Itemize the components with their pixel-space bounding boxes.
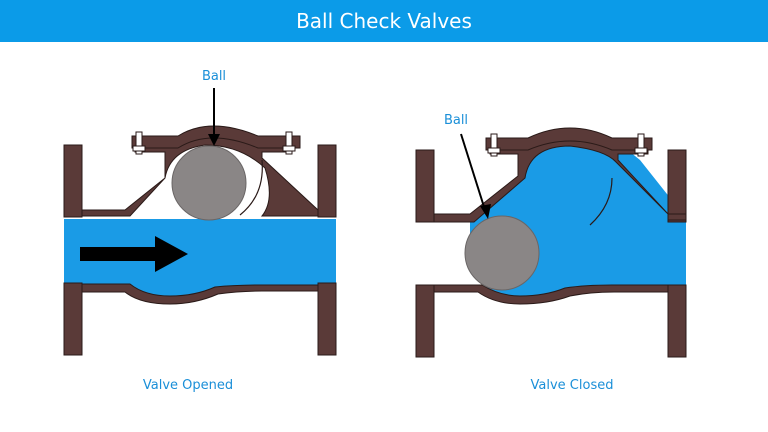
right-ball: [464, 215, 540, 291]
left-outlet-flange-top: [317, 144, 337, 218]
left-caption: Valve Opened: [143, 378, 233, 393]
left-inlet-flange-bottom: [63, 282, 83, 356]
right-inlet-flange-bottom: [415, 284, 435, 358]
right-inlet-flange-top: [415, 149, 435, 223]
left-ball: [171, 145, 247, 221]
valve-closed-diagram: Ball Valve Closed: [415, 113, 687, 393]
left-bolt-2: [282, 131, 296, 155]
right-ball-label: Ball: [444, 113, 468, 128]
left-ball-pointer-head: [208, 134, 220, 146]
right-body-lower-wall: [433, 284, 669, 305]
page-title: Ball Check Valves: [296, 9, 472, 33]
right-ball-pointer: [460, 133, 486, 211]
left-ball-label: Ball: [202, 69, 226, 84]
right-ball-pointer-head: [480, 204, 491, 219]
right-bolt-2: [634, 133, 648, 157]
left-inlet-flange-top: [63, 144, 83, 218]
title-banner: Ball Check Valves: [0, 0, 768, 42]
valve-opened-diagram: Ball Valve Opened: [63, 69, 337, 393]
right-cover-plate: [485, 127, 653, 151]
right-seat-line: [589, 177, 613, 226]
left-bolt-1: [132, 131, 146, 155]
right-outlet-flange-top: [667, 149, 687, 223]
right-caption: Valve Closed: [531, 378, 614, 393]
right-bolt-1: [487, 133, 501, 157]
water-flow-left: [64, 219, 336, 296]
left-body-lower-wall: [81, 283, 319, 305]
left-outlet-flange-bottom: [317, 282, 337, 356]
right-outlet-flange-bottom: [667, 284, 687, 358]
left-seat-line: [239, 159, 263, 216]
flow-arrow: [80, 236, 188, 272]
